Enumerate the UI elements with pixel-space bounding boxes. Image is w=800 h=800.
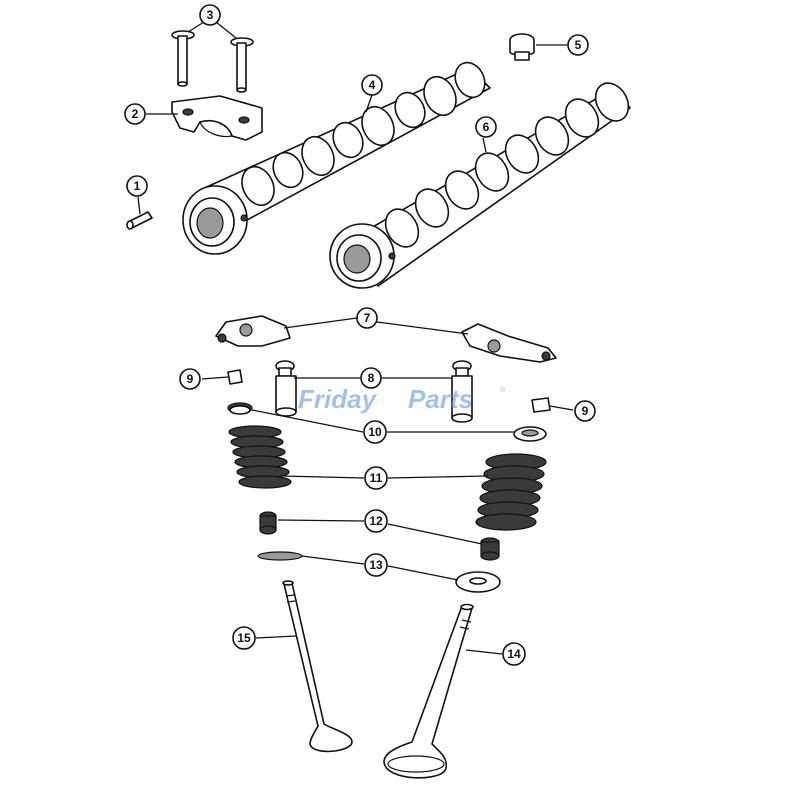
callout-10: 10 — [363, 420, 387, 444]
callout-12: 12 — [364, 509, 388, 533]
valve-keeper-right — [531, 397, 551, 413]
leader-7a — [283, 317, 358, 329]
callout-15: 15 — [232, 626, 256, 650]
callout-2: 2 — [124, 103, 146, 125]
valve-keeper-left — [227, 369, 243, 385]
camshaft-right-nose — [329, 223, 396, 289]
valve-spring-right — [475, 453, 547, 531]
watermark-brand-a: Friday — [298, 384, 378, 414]
leader-11a — [281, 475, 365, 479]
leader-7b — [376, 321, 469, 335]
dowel-pin — [126, 211, 153, 230]
cam-lobes-right — [384, 82, 630, 248]
callout-4: 4 — [361, 74, 383, 96]
lash-adjuster-left — [275, 360, 297, 417]
leader-14 — [465, 649, 503, 655]
callouts: 1 2 3 4 5 6 7 8 — [124, 4, 596, 666]
leader-12a — [277, 519, 365, 522]
callout-1-label: 1 — [134, 179, 141, 193]
camshaft-left — [182, 61, 491, 255]
rocker-arm-left — [215, 315, 291, 347]
leader-15 — [255, 635, 297, 639]
callout-6-label: 6 — [483, 120, 490, 134]
camshaft-plug — [509, 33, 535, 61]
callout-5-label: 5 — [575, 38, 582, 52]
lash-adjuster-right — [451, 360, 473, 423]
callout-9-right-label: 9 — [582, 404, 589, 418]
callout-8: 8 — [360, 367, 382, 389]
leader-12b — [387, 523, 483, 545]
watermark-registered: ® — [500, 386, 506, 394]
callout-1: 1 — [126, 175, 148, 197]
leader-3b — [215, 21, 237, 39]
callout-11-label: 11 — [370, 471, 383, 485]
callout-4-label: 4 — [369, 78, 376, 92]
spring-retainer-left — [227, 402, 253, 415]
camshaft-left-nose — [182, 185, 248, 255]
spring-seat-right — [455, 571, 501, 593]
cap-bolt-left — [171, 30, 195, 87]
callout-11: 11 — [364, 466, 388, 490]
leader-10a — [251, 409, 364, 433]
watermark: Friday Parts ® — [298, 384, 506, 414]
callout-10-label: 10 — [368, 425, 382, 439]
callout-12-label: 12 — [369, 514, 383, 528]
leader-1 — [137, 196, 141, 215]
cam-lobes-left — [241, 61, 486, 207]
callout-7: 7 — [356, 307, 378, 329]
rocker-arm-right — [461, 323, 557, 363]
spring-retainer-right — [513, 426, 547, 442]
leader-13b — [387, 565, 459, 581]
callout-9-left-label: 9 — [187, 372, 194, 386]
valve-left — [282, 580, 353, 753]
callout-6: 6 — [475, 116, 497, 138]
spring-seat-left — [257, 551, 303, 561]
callout-13: 13 — [364, 553, 388, 577]
callout-13-label: 13 — [369, 558, 383, 572]
callout-7-label: 7 — [364, 311, 371, 325]
watermark-brand-b: Parts — [408, 384, 473, 414]
valve-seal-right — [480, 537, 500, 561]
callout-8-label: 8 — [368, 371, 375, 385]
callout-9-right: 9 — [574, 400, 596, 422]
leader-3a — [187, 21, 205, 33]
valve-spring-left — [228, 425, 292, 489]
callout-5: 5 — [567, 34, 589, 56]
cap-bolt-right — [230, 37, 254, 93]
valve-seal-left — [259, 511, 277, 535]
leader-6 — [482, 137, 487, 153]
leader-4 — [365, 94, 373, 113]
callout-3-label: 3 — [207, 8, 214, 22]
camshaft-bearing-cap — [171, 95, 263, 141]
leader-9b — [549, 405, 574, 411]
leader-11b — [387, 475, 489, 479]
leader-13a — [301, 555, 365, 565]
leader-9a — [201, 376, 229, 380]
callout-9-left: 9 — [179, 368, 201, 390]
leader-lines — [137, 21, 574, 655]
valve-right — [383, 603, 474, 779]
callout-15-label: 15 — [237, 631, 251, 645]
callout-14: 14 — [502, 642, 526, 666]
callout-14-label: 14 — [507, 647, 521, 661]
camshaft-right — [329, 82, 631, 289]
callout-3: 3 — [199, 4, 221, 26]
callout-2-label: 2 — [132, 107, 139, 121]
